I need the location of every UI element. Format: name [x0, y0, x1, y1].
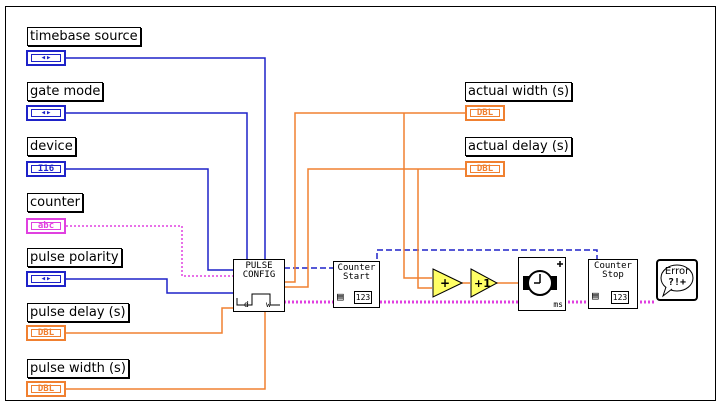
- enum-arrows-icon: ◂▸: [31, 53, 61, 63]
- pulse-width-type: DBL: [31, 384, 61, 394]
- wire-pulse-polarity[interactable]: [66, 278, 233, 294]
- wire-counter[interactable]: [66, 225, 233, 277]
- error-line1: Error: [664, 266, 690, 277]
- counter-terminal[interactable]: abc: [26, 218, 66, 234]
- pulse-config-line1: PULSE: [245, 261, 273, 271]
- label-pulse-delay: pulse delay (s): [27, 303, 129, 322]
- pulse-delay-terminal[interactable]: DBL: [26, 325, 66, 341]
- gate-mode-terminal[interactable]: ◂▸: [26, 105, 66, 121]
- block-diagram: [5, 6, 716, 401]
- wait-ms-function[interactable]: ms: [518, 257, 566, 311]
- pulse-waveform-icon: [236, 293, 280, 306]
- label-device: device: [27, 137, 76, 156]
- counter-stop-line1: Counter: [594, 261, 632, 271]
- label-timebase-source: timebase source: [27, 27, 141, 46]
- device-type: I16: [31, 164, 61, 174]
- enum-arrows-icon: ◂▸: [31, 108, 61, 118]
- label-gate-mode: gate mode: [27, 82, 104, 101]
- counter-start-line1: Counter: [337, 263, 376, 273]
- error-handler-vi[interactable]: Error ?!+: [656, 259, 698, 301]
- wire-device[interactable]: [66, 168, 233, 271]
- pulse-config-d: d: [244, 300, 249, 309]
- counter-start-num: 123: [354, 291, 372, 304]
- add-symbol: +: [440, 276, 450, 290]
- increment-symbol: +1: [474, 277, 491, 290]
- wire-actual-width-out[interactable]: [284, 112, 465, 283]
- actual-width-terminal[interactable]: DBL: [465, 105, 505, 121]
- wire-gate-mode[interactable]: [66, 112, 248, 269]
- pulse-config-w: w: [266, 300, 271, 309]
- pulse-width-terminal[interactable]: DBL: [26, 381, 66, 397]
- counter-stop-num: 123: [611, 291, 629, 304]
- actual-delay-terminal[interactable]: DBL: [465, 161, 505, 177]
- counter-stop-vi[interactable]: Counter Stop ▤ 123: [588, 259, 638, 309]
- error-line2: ?!+: [667, 277, 687, 288]
- device-terminal[interactable]: I16: [26, 161, 66, 177]
- actual-width-type: DBL: [470, 108, 500, 118]
- speech-bubble-icon: [660, 264, 694, 298]
- actual-delay-type: DBL: [470, 164, 500, 174]
- floppy-icon: ▤: [592, 289, 599, 302]
- wire-pulse-delay[interactable]: [66, 307, 233, 334]
- pulse-config-vi[interactable]: PULSE CONFIG d w: [233, 259, 285, 312]
- floppy-icon: ▤: [337, 290, 344, 303]
- increment-function[interactable]: +1: [470, 268, 498, 298]
- pulse-delay-type: DBL: [31, 328, 61, 338]
- wire-delay-tap[interactable]: [417, 169, 432, 289]
- label-actual-width: actual width (s): [465, 82, 573, 101]
- counter-start-line2: Start: [342, 272, 371, 282]
- wire-width-tap[interactable]: [403, 113, 432, 279]
- wait-unit: ms: [553, 300, 563, 309]
- label-counter: counter: [27, 193, 84, 212]
- timebase-source-terminal[interactable]: ◂▸: [26, 50, 66, 66]
- counter-stop-line2: Stop: [602, 270, 624, 280]
- label-pulse-width: pulse width (s): [27, 359, 129, 378]
- wire-actual-delay-out[interactable]: [284, 168, 465, 288]
- pulse-config-line2: CONFIG: [242, 270, 276, 280]
- counter-type: abc: [31, 221, 61, 231]
- label-actual-delay: actual delay (s): [465, 137, 572, 156]
- counter-start-vi[interactable]: Counter Start ▤ 123: [333, 261, 380, 308]
- label-pulse-polarity: pulse polarity: [27, 248, 122, 267]
- wire-pulse-width[interactable]: [66, 312, 266, 390]
- enum-arrows-icon: ◂▸: [31, 274, 61, 284]
- wire-task-id-2[interactable]: [376, 249, 598, 268]
- stopwatch-icon: [523, 261, 563, 296]
- add-function[interactable]: +: [432, 268, 463, 298]
- pulse-polarity-terminal[interactable]: ◂▸: [26, 271, 66, 287]
